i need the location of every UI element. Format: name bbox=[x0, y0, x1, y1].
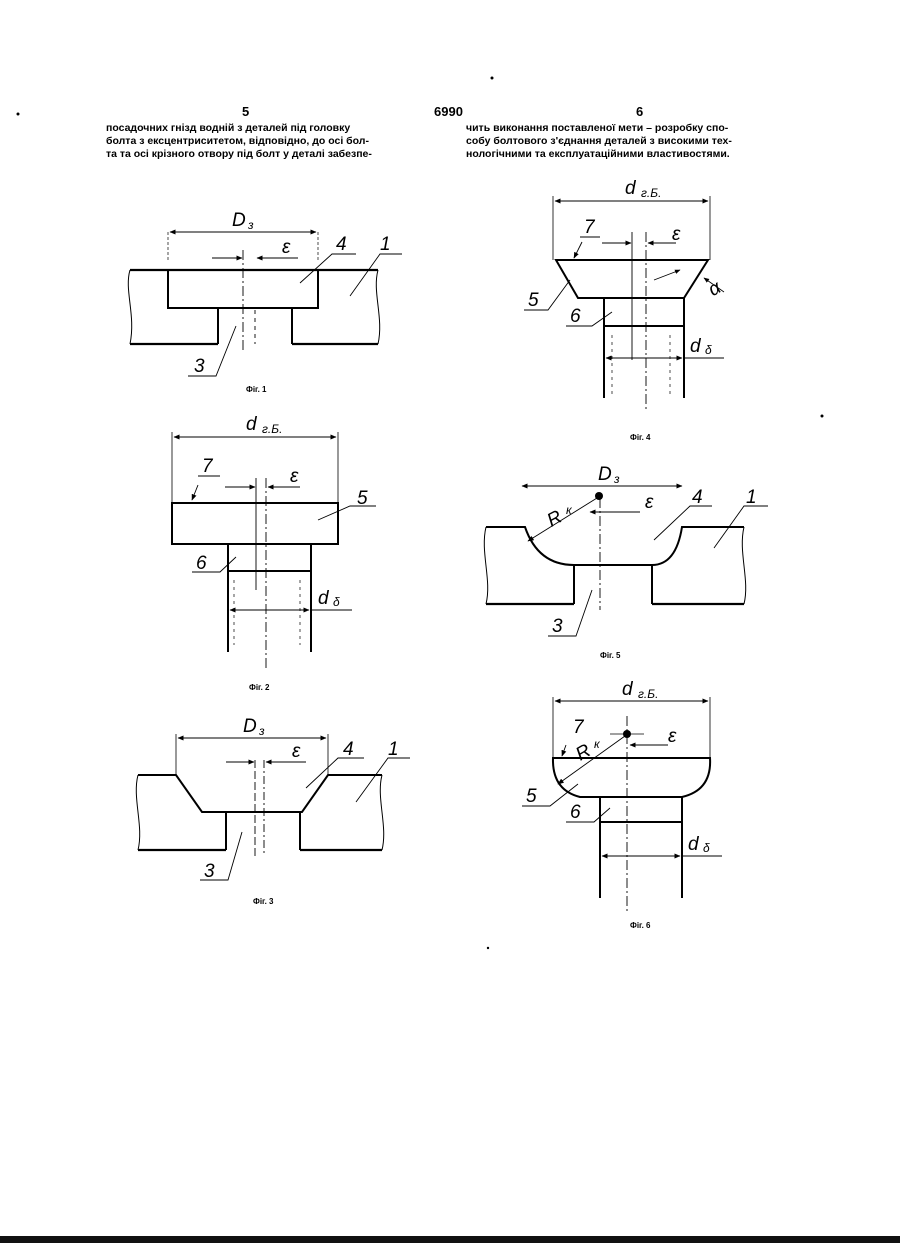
fig3-dim-main: D bbox=[243, 716, 257, 737]
fig4-label-5: 5 bbox=[528, 290, 539, 311]
fig5-label-3: 3 bbox=[552, 616, 563, 637]
fig6-caption: Фіг. 6 bbox=[630, 921, 651, 930]
fig1-label-1: 1 bbox=[380, 234, 391, 255]
fig3-ecc: ε bbox=[292, 741, 301, 762]
fig6-dim-main-sub: г.Б. bbox=[638, 687, 658, 701]
fig5-caption: Фіг. 5 bbox=[600, 651, 621, 660]
figure-2: d г.Б. ε 7 5 6 d δ Фіг. 2 bbox=[172, 414, 376, 692]
fig1-ecc: ε bbox=[282, 237, 291, 258]
fig4-caption: Фіг. 4 bbox=[630, 433, 651, 442]
fig5-dim-main: D bbox=[598, 464, 612, 485]
fig1-dim-main: D bbox=[232, 210, 246, 231]
fig3-caption: Фіг. 3 bbox=[253, 897, 274, 906]
fig6-ecc: ε bbox=[668, 726, 677, 747]
fig4-angle: α bbox=[705, 277, 726, 301]
fig4-dim-main: d bbox=[625, 178, 637, 199]
fig2-label-6: 6 bbox=[196, 553, 207, 574]
figure-1: D з ε 4 1 3 Фіг. 1 bbox=[128, 210, 402, 394]
fig2-dim-main: d bbox=[246, 414, 258, 435]
fig4-ecc: ε bbox=[672, 224, 681, 245]
fig2-dim-bolt: d bbox=[318, 588, 330, 609]
fig5-dim-main-sub: з bbox=[613, 472, 620, 486]
fig3-label-4: 4 bbox=[343, 739, 354, 760]
fig6-label-5: 5 bbox=[526, 786, 537, 807]
fig6-dim-bolt: d bbox=[688, 834, 700, 855]
fig6-radius-sub: к bbox=[594, 737, 601, 751]
fig6-radius: R bbox=[572, 740, 595, 765]
fig1-dim-main-sub: з bbox=[247, 218, 254, 232]
fig4-label-6: 6 bbox=[570, 306, 581, 327]
fig1-label-3: 3 bbox=[194, 356, 205, 377]
fig2-dim-bolt-sub: δ bbox=[333, 595, 340, 609]
fig3-dim-main-sub: з bbox=[258, 724, 265, 738]
fig5-label-1: 1 bbox=[746, 487, 757, 508]
figure-5: D з R к ε 4 1 3 Фіг. 5 bbox=[484, 464, 768, 660]
fig5-radius-sub: к bbox=[566, 503, 573, 517]
fig6-dim-bolt-sub: δ bbox=[703, 841, 710, 855]
fig1-caption: Фіг. 1 bbox=[246, 385, 267, 394]
fig1-label-4: 4 bbox=[336, 234, 347, 255]
fig2-dim-main-sub: г.Б. bbox=[262, 422, 282, 436]
fig6-label-7: 7 bbox=[573, 717, 585, 738]
fig2-caption: Фіг. 2 bbox=[249, 683, 270, 692]
fig4-dim-bolt: d bbox=[690, 336, 702, 357]
fig2-ecc: ε bbox=[290, 466, 299, 487]
fig5-label-4: 4 bbox=[692, 487, 703, 508]
fig2-label-7: 7 bbox=[202, 456, 214, 477]
fig4-label-7: 7 bbox=[584, 217, 596, 238]
fig3-label-3: 3 bbox=[204, 861, 215, 882]
fig5-ecc: ε bbox=[645, 492, 654, 513]
fig2-label-5: 5 bbox=[357, 488, 368, 509]
fig6-label-6: 6 bbox=[570, 802, 581, 823]
scan-edge-bar bbox=[0, 1236, 900, 1243]
fig4-dim-bolt-sub: δ bbox=[705, 343, 712, 357]
fig3-label-1: 1 bbox=[388, 739, 399, 760]
fig4-dim-main-sub: г.Б. bbox=[641, 186, 661, 200]
figure-4: d г.Б. ε 7 α 5 6 d δ Фіг. 4 bbox=[524, 178, 726, 442]
fig6-dim-main: d bbox=[622, 679, 634, 700]
figure-6: d г.Б. ε 7 R к 5 6 d δ Фіг. 6 bbox=[522, 679, 722, 930]
figure-3: D з ε 4 1 3 Фіг. 3 bbox=[136, 716, 410, 906]
